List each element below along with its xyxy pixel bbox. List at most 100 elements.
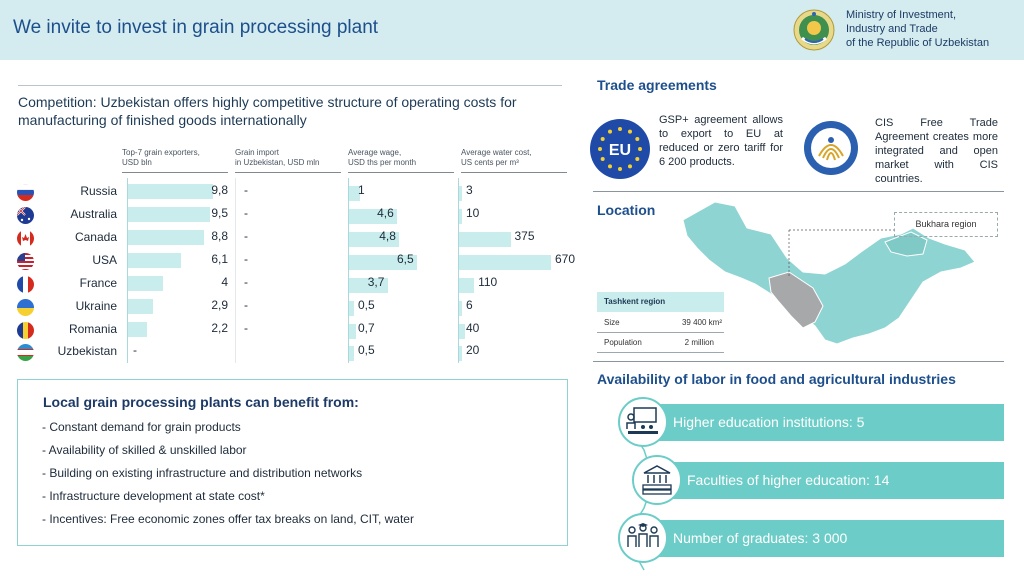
tashkent-region-title: Tashkent region xyxy=(597,292,724,312)
eu-star-icon xyxy=(618,167,622,171)
water-bar xyxy=(459,278,475,293)
country-label: France xyxy=(79,276,117,290)
column-underline xyxy=(122,172,228,173)
usa-flag-icon xyxy=(17,253,34,270)
export-bar xyxy=(128,207,211,222)
water-value: 110 xyxy=(478,275,498,289)
ukraine-flag-icon xyxy=(17,299,34,316)
labor-icon-circle xyxy=(618,397,668,447)
water-value: 20 xyxy=(466,343,480,357)
country-label: Ukraine xyxy=(75,299,117,313)
labor-item-faculties: Faculties of higher education: 14 xyxy=(654,462,1004,499)
export-bar xyxy=(128,322,148,337)
export-value: 9,5 xyxy=(211,206,228,220)
uzbekistan-emblem-icon xyxy=(793,9,835,51)
import-value: - xyxy=(244,229,248,243)
section-divider xyxy=(593,361,1004,362)
country-label: Australia xyxy=(70,207,117,221)
wage-value: 0,5 xyxy=(358,343,375,357)
benefit-item: - Incentives: Free economic zones offer … xyxy=(42,512,414,526)
benefits-box: Local grain processing plants can benefi… xyxy=(17,379,568,546)
water-value: 375 xyxy=(514,229,535,243)
import-value: - xyxy=(244,252,248,266)
ministry-name: Ministry of Investment, Industry and Tra… xyxy=(846,9,990,49)
country-label: Russia xyxy=(80,184,117,198)
axis-line xyxy=(348,178,349,363)
column-header-water: Average water cost,US cents per m³ xyxy=(461,148,532,167)
export-value: 2,9 xyxy=(211,298,228,312)
benefit-item: - Building on existing infrastructure an… xyxy=(42,466,363,480)
water-bar xyxy=(459,232,511,247)
import-value: - xyxy=(244,206,248,220)
bukhara-region-label: Bukhara region xyxy=(894,212,998,237)
labor-icon-circle xyxy=(632,455,682,505)
wage-bar xyxy=(349,255,417,270)
import-value: - xyxy=(244,321,248,335)
wage-value: 4,6 xyxy=(377,206,394,220)
water-value: 3 xyxy=(466,183,473,197)
water-value: 6 xyxy=(466,298,473,312)
location-title: Location xyxy=(597,202,656,218)
export-bar xyxy=(128,276,163,291)
page-header: We invite to invest in grain processing … xyxy=(0,0,1024,60)
export-bar xyxy=(128,230,205,245)
competition-title: Competition: Uzbekistan offers highly co… xyxy=(18,94,517,128)
export-value: 2,2 xyxy=(211,321,228,335)
eu-star-icon xyxy=(628,129,632,134)
wage-bar xyxy=(349,324,357,339)
export-bar xyxy=(128,184,213,199)
column-header-exports: Top-7 grain exporters,USD bln xyxy=(122,148,200,167)
classroom-icon xyxy=(626,407,658,434)
wage-bar xyxy=(349,301,355,316)
export-value: 6,1 xyxy=(211,252,228,266)
graduates-group-icon xyxy=(627,523,659,547)
tashkent-population-row: Population 2 million xyxy=(604,338,714,347)
labor-title: Availability of labor in food and agricu… xyxy=(597,371,956,387)
column-underline xyxy=(235,172,341,173)
column-underline xyxy=(348,172,454,173)
export-value: 9,8 xyxy=(211,183,228,197)
export-value: 4 xyxy=(221,275,228,289)
wage-value: 0,5 xyxy=(358,298,375,312)
water-value: 670 xyxy=(555,252,576,266)
trade-title: Trade agreements xyxy=(597,77,717,93)
wage-bar xyxy=(349,346,355,361)
eu-star-icon xyxy=(600,157,605,161)
benefits-title: Local grain processing plants can benefi… xyxy=(43,394,359,410)
axis-line xyxy=(458,178,459,363)
table-divider xyxy=(597,352,724,353)
uzbekistan-map xyxy=(682,201,976,345)
wage-value: 4,8 xyxy=(379,229,396,243)
benefit-item: - Infrastructure development at state co… xyxy=(42,489,265,503)
labor-item-institutions: Higher education institutions: 5 xyxy=(640,404,1004,441)
water-bar xyxy=(459,255,551,270)
water-bar xyxy=(459,301,462,316)
eu-star-icon xyxy=(618,127,622,131)
export-value: 8,8 xyxy=(211,229,228,243)
export-value: - xyxy=(133,343,137,357)
water-bar xyxy=(459,209,462,224)
page-title: We invite to invest in grain processing … xyxy=(13,17,379,38)
table-divider xyxy=(597,332,724,333)
country-label: USA xyxy=(92,253,117,267)
country-label: Canada xyxy=(74,230,117,244)
column-header-wage: Average wage,USD ths per month xyxy=(348,148,417,167)
water-bar xyxy=(459,324,465,339)
country-label: Romania xyxy=(68,322,117,336)
water-bar xyxy=(459,346,462,361)
section-divider xyxy=(593,191,1004,192)
uzbekistan-flag-icon xyxy=(17,344,34,361)
water-value: 10 xyxy=(466,206,480,220)
axis-line xyxy=(127,178,128,363)
wage-bar xyxy=(349,278,388,293)
eu-star-icon xyxy=(608,164,612,169)
russia-flag-icon xyxy=(17,184,34,201)
university-books-icon xyxy=(642,465,672,495)
country-label: Uzbekistan xyxy=(57,344,117,358)
benefit-item: - Availability of skilled & unskilled la… xyxy=(42,443,247,457)
axis-line xyxy=(235,178,236,363)
labor-icon-circle xyxy=(618,513,668,563)
water-bar xyxy=(459,186,462,201)
column-underline xyxy=(461,172,567,173)
labor-item-graduates: Number of graduates: 3 000 xyxy=(640,520,1004,557)
